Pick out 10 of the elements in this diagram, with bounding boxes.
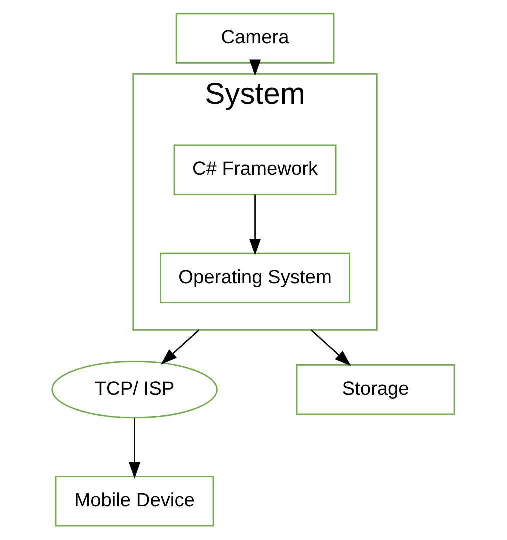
node-box: Operating System [160,252,350,304]
arrow [161,330,200,365]
arrow [250,60,262,76]
node-box: Storage [296,364,456,416]
arrow [250,194,262,256]
node-box: Mobile Device [55,476,214,527]
node-box: C# Framework [174,144,337,196]
node-ellipse: TCP/ ISP [52,361,218,419]
arrow [310,330,352,366]
arrow [129,418,141,479]
